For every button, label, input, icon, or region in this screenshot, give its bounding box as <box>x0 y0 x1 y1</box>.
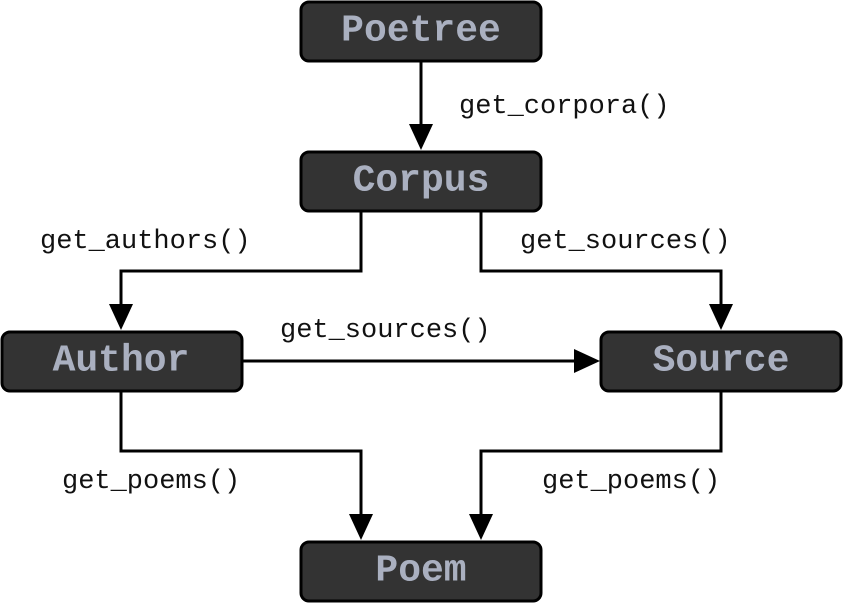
edge-source-poem <box>479 392 723 522</box>
node-poem-label: Poem <box>375 550 466 593</box>
arrowhead-author <box>109 304 133 330</box>
label-get-sources-corpus: get_sources() <box>520 227 731 257</box>
node-source-label: Source <box>653 340 790 383</box>
node-author: Author <box>0 330 244 393</box>
edges <box>109 62 733 540</box>
label-get-poems-source: get_poems() <box>542 467 720 497</box>
label-get-poems-author: get_poems() <box>62 467 240 497</box>
label-get-corpora: get_corpora() <box>459 92 670 122</box>
edge-corpus-author <box>119 212 363 312</box>
arrowhead-poem-right <box>469 514 493 540</box>
arrowhead-source-side <box>574 349 600 373</box>
arrowhead-poem-left <box>349 514 373 540</box>
label-get-sources-author: get_sources() <box>280 316 491 346</box>
edge-corpus-source <box>479 212 723 312</box>
node-poetree-label: Poetree <box>341 10 501 53</box>
edge-labels: get_corpora() get_authors() get_sources(… <box>40 92 731 497</box>
node-source: Source <box>599 330 843 393</box>
edge-author-poem <box>119 392 363 522</box>
arrowhead-source <box>709 304 733 330</box>
label-get-authors: get_authors() <box>40 227 251 257</box>
node-poem: Poem <box>299 540 543 603</box>
node-corpus-label: Corpus <box>353 160 490 203</box>
node-author-label: Author <box>53 340 190 383</box>
arrowhead-corpus <box>409 124 433 150</box>
node-corpus: Corpus <box>299 150 543 213</box>
node-poetree: Poetree <box>299 0 543 63</box>
